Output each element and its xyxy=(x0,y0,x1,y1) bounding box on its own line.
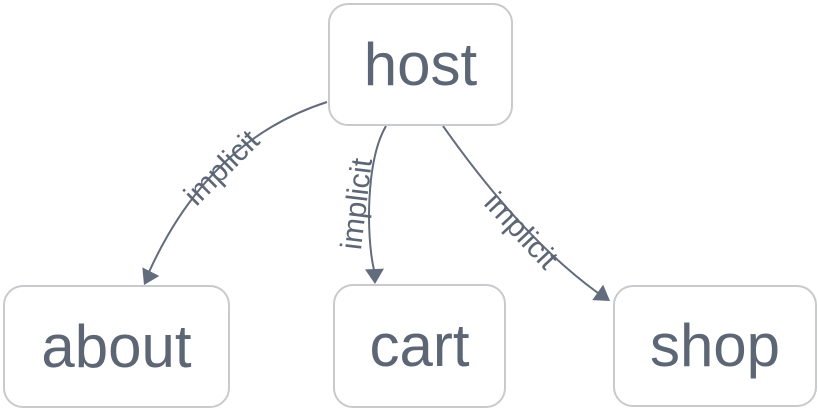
edge-line xyxy=(148,101,328,273)
arrowhead-icon xyxy=(364,268,384,284)
edge-host-shop: implicit xyxy=(442,125,610,301)
edge-host-about: implicit xyxy=(142,101,328,285)
node-label: about xyxy=(41,312,192,380)
edge-label: implicit xyxy=(478,186,565,276)
arrowhead-icon xyxy=(592,284,610,301)
node-label: shop xyxy=(649,312,781,379)
edge-label: implicit xyxy=(178,123,267,212)
node-host[interactable]: host xyxy=(328,3,513,126)
node-label: host xyxy=(363,30,478,98)
edge-host-cart: implicit xyxy=(335,125,387,284)
node-label: cart xyxy=(369,312,470,379)
edge-line xyxy=(442,125,599,294)
edge-label: implicit xyxy=(335,156,379,252)
node-cart[interactable]: cart xyxy=(333,284,506,408)
edge-line xyxy=(368,125,387,271)
arrowhead-icon xyxy=(142,267,160,285)
node-shop[interactable]: shop xyxy=(613,285,817,407)
node-about[interactable]: about xyxy=(3,285,230,408)
